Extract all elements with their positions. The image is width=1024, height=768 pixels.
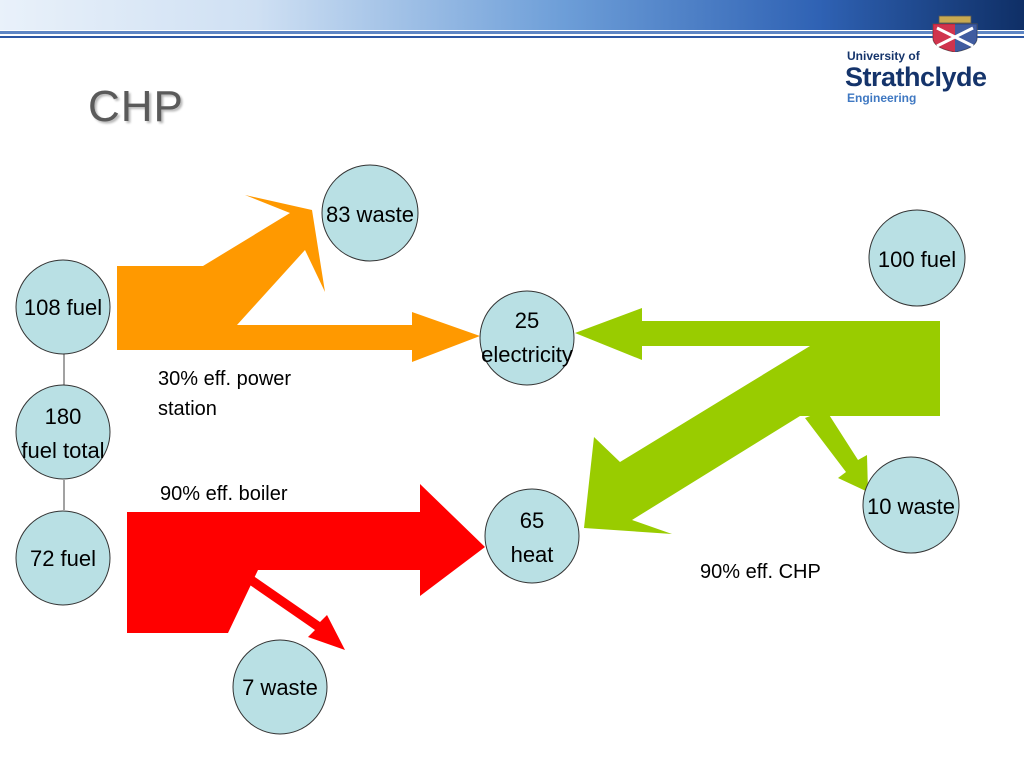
- node-72-fuel: 72 fuel: [15, 510, 111, 606]
- node-label: heat: [511, 542, 554, 567]
- power-station-flow: [117, 195, 480, 362]
- header-gradient-bar: [0, 0, 1024, 30]
- boiler-flow: [127, 484, 485, 650]
- boiler-note: 90% eff. boiler: [160, 483, 288, 505]
- node-label: 180: [45, 404, 82, 429]
- node-65-heat: 65 heat: [484, 488, 580, 584]
- node-83-waste: 83 waste: [321, 164, 419, 262]
- university-logo: University of Strathclyde Engineering: [845, 12, 987, 112]
- node-10-waste: 10 waste: [862, 456, 960, 554]
- waste-arrow-orange: [117, 195, 325, 325]
- chp-flow: [575, 308, 940, 534]
- node-7-waste: 7 waste: [232, 639, 328, 735]
- header-rule-secondary: [0, 36, 1024, 38]
- logo-text-engineering: Engineering: [847, 91, 917, 105]
- crest-icon: [932, 15, 978, 52]
- node-25-electricity: 25 electricity: [479, 290, 575, 386]
- node-label: 25: [515, 308, 539, 333]
- node-label: 100 fuel: [878, 247, 956, 272]
- heat-arrow-red: [127, 484, 485, 633]
- node-label: 10 waste: [867, 494, 955, 519]
- node-label: 7 waste: [242, 675, 318, 700]
- trunk-arrow-green: [584, 321, 940, 534]
- node-label: 72 fuel: [30, 546, 96, 571]
- node-label: electricity: [481, 342, 573, 367]
- node-108-fuel: 108 fuel: [15, 259, 111, 355]
- header-rule: [0, 31, 1024, 34]
- logo-text-university: University of: [847, 49, 920, 63]
- logo-text-strathclyde: Strathclyde: [845, 62, 987, 92]
- node-label: 65: [520, 508, 544, 533]
- power-station-note: station: [158, 398, 217, 420]
- electricity-arrow-orange: [117, 266, 480, 362]
- chp-note: 90% eff. CHP: [700, 561, 821, 583]
- node-label: 83 waste: [326, 202, 414, 227]
- power-station-note: 30% eff. power: [158, 368, 291, 390]
- waste-arrow-red: [247, 575, 345, 650]
- node-100-fuel: 100 fuel: [868, 209, 966, 307]
- node-180-fuel-total: 180 fuel total: [15, 384, 111, 480]
- node-label: fuel total: [21, 438, 104, 463]
- node-label: 108 fuel: [24, 295, 102, 320]
- waste-arrow-green: [805, 410, 868, 492]
- slide-title: CHP: [88, 82, 184, 131]
